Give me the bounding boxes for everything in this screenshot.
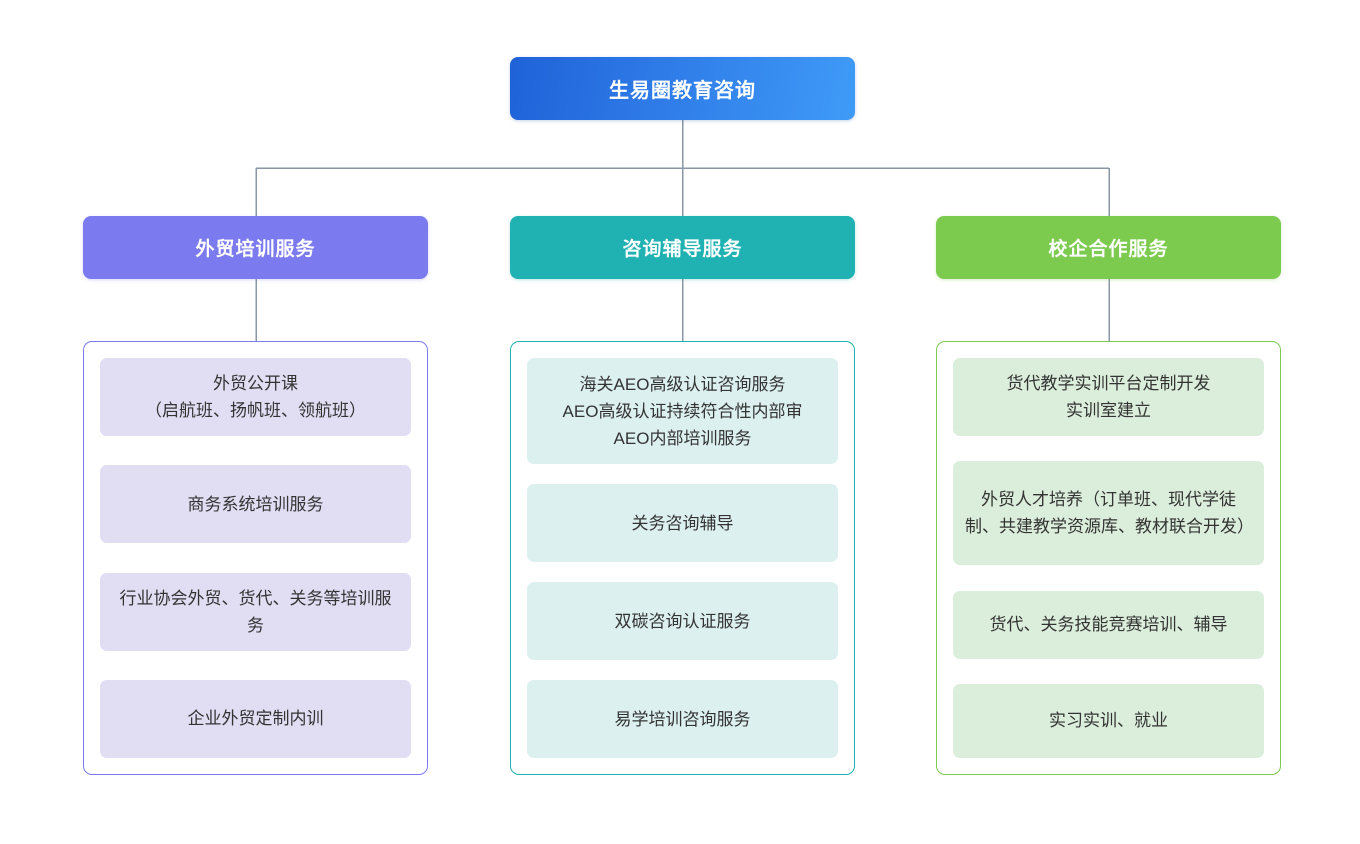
items-container-1: 外贸公开课 （启航班、扬帆班、领航班） 商务系统培训服务 行业协会外贸、货代、关… bbox=[83, 341, 428, 775]
service-item[interactable]: 外贸人才培养（订单班、现代学徒制、共建教学资源库、教材联合开发） bbox=[953, 461, 1264, 566]
service-item[interactable]: 外贸公开课 （启航班、扬帆班、领航班） bbox=[100, 358, 411, 436]
category-header-1[interactable]: 外贸培训服务 bbox=[83, 216, 428, 279]
branch-column-3: 校企合作服务 货代教学实训平台定制开发 实训室建立 外贸人才培养（订单班、现代学… bbox=[936, 216, 1281, 775]
items-container-3: 货代教学实训平台定制开发 实训室建立 外贸人才培养（订单班、现代学徒制、共建教学… bbox=[936, 341, 1281, 775]
category-header-2[interactable]: 咨询辅导服务 bbox=[510, 216, 855, 279]
service-item[interactable]: 商务系统培训服务 bbox=[100, 465, 411, 544]
service-item[interactable]: 关务咨询辅导 bbox=[527, 484, 838, 562]
root-node[interactable]: 生易圈教育咨询 bbox=[510, 57, 855, 120]
category-header-label-1: 外贸培训服务 bbox=[195, 239, 316, 260]
items-container-2: 海关AEO高级认证咨询服务 AEO高级认证持续符合性内部审 AEO内部培训服务 … bbox=[510, 341, 855, 775]
service-item[interactable]: 货代教学实训平台定制开发 实训室建立 bbox=[953, 358, 1264, 436]
service-item[interactable]: 实习实训、就业 bbox=[953, 683, 1264, 758]
category-header-label-2: 咨询辅导服务 bbox=[622, 239, 743, 260]
category-header-label-3: 校企合作服务 bbox=[1048, 239, 1169, 260]
root-node-label: 生易圈教育咨询 bbox=[609, 80, 756, 102]
service-item[interactable]: 双碳咨询认证服务 bbox=[527, 582, 838, 660]
service-item[interactable]: 行业协会外贸、货代、关务等培训服务 bbox=[100, 572, 411, 651]
service-item[interactable]: 企业外贸定制内训 bbox=[100, 679, 411, 758]
service-item[interactable]: 货代、关务技能竞赛培训、辅导 bbox=[953, 590, 1264, 659]
category-header-3[interactable]: 校企合作服务 bbox=[936, 216, 1281, 279]
service-item[interactable]: 易学培训咨询服务 bbox=[527, 680, 838, 758]
branch-column-1: 外贸培训服务 外贸公开课 （启航班、扬帆班、领航班） 商务系统培训服务 行业协会… bbox=[83, 216, 428, 775]
branch-column-2: 咨询辅导服务 海关AEO高级认证咨询服务 AEO高级认证持续符合性内部审 AEO… bbox=[510, 216, 855, 775]
service-item[interactable]: 海关AEO高级认证咨询服务 AEO高级认证持续符合性内部审 AEO内部培训服务 bbox=[527, 358, 838, 464]
